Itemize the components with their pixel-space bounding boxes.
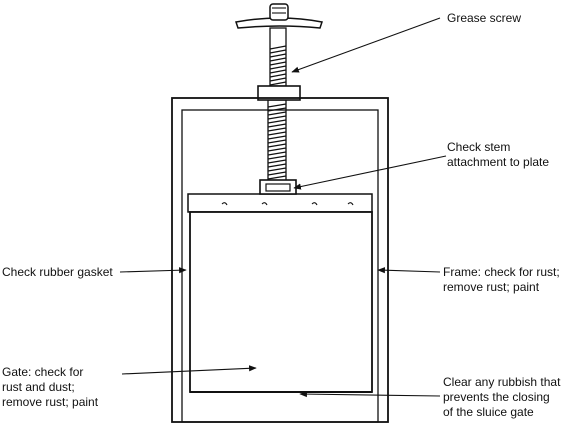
stem-attachment xyxy=(259,179,297,195)
thread-line xyxy=(267,143,287,148)
thread-line xyxy=(269,45,287,50)
thread-line xyxy=(267,151,287,156)
label-frame-line1: Frame: check for rust; xyxy=(443,265,560,279)
thread-line xyxy=(267,167,287,172)
label-grease-screw: Grease screw xyxy=(447,11,521,25)
thread-line xyxy=(267,131,287,136)
label-check-rubber-gasket: Check rubber gasket xyxy=(2,265,113,279)
grease-screw-housing xyxy=(257,85,301,101)
leader-gate xyxy=(121,365,257,375)
handwheel xyxy=(235,3,323,29)
thread-line xyxy=(269,81,287,86)
thread-line xyxy=(267,115,287,120)
thread-line xyxy=(267,163,287,168)
label-rubbish-line3: of the sluice gate xyxy=(443,405,534,419)
leader-rubbish xyxy=(299,391,441,398)
thread-line xyxy=(269,49,287,54)
thread-line xyxy=(267,171,287,176)
leader-grease-screw xyxy=(291,17,441,73)
thread-line xyxy=(267,159,287,164)
thread-line xyxy=(267,119,287,124)
thread-line xyxy=(267,155,287,160)
thread-line xyxy=(267,123,287,128)
label-gate-line1: Gate: check for xyxy=(2,365,83,379)
thread-line xyxy=(269,61,287,66)
label-check-stem-line2: attachment to plate xyxy=(447,155,549,169)
plate-crossbar xyxy=(187,193,373,213)
leader-check-stem xyxy=(293,155,447,190)
threaded-stem xyxy=(267,27,287,191)
leader-frame xyxy=(377,267,441,274)
thread-line xyxy=(269,53,287,58)
thread-line xyxy=(267,135,287,140)
thread-line xyxy=(269,65,287,70)
label-rubbish-line1: Clear any rubbish that xyxy=(443,375,561,389)
thread-line xyxy=(269,77,287,82)
label-check-stem-line1: Check stem xyxy=(447,140,510,154)
frame xyxy=(171,97,389,423)
thread-line xyxy=(269,69,287,74)
label-gate-line3: remove rust; paint xyxy=(2,395,99,409)
thread-line xyxy=(267,139,287,144)
thread-line xyxy=(267,103,287,108)
thread-line xyxy=(267,175,287,180)
label-gate-line2: rust and dust; xyxy=(2,380,75,394)
thread-line xyxy=(269,73,287,78)
thread-line xyxy=(267,127,287,132)
thread-line xyxy=(267,111,287,116)
thread-line xyxy=(267,147,287,152)
gate-plate xyxy=(189,211,373,393)
label-rubbish-line2: prevents the closing xyxy=(443,390,550,404)
leader-rubber-gasket xyxy=(119,267,187,274)
label-frame-line2: remove rust; paint xyxy=(443,280,540,294)
thread-line xyxy=(269,57,287,62)
